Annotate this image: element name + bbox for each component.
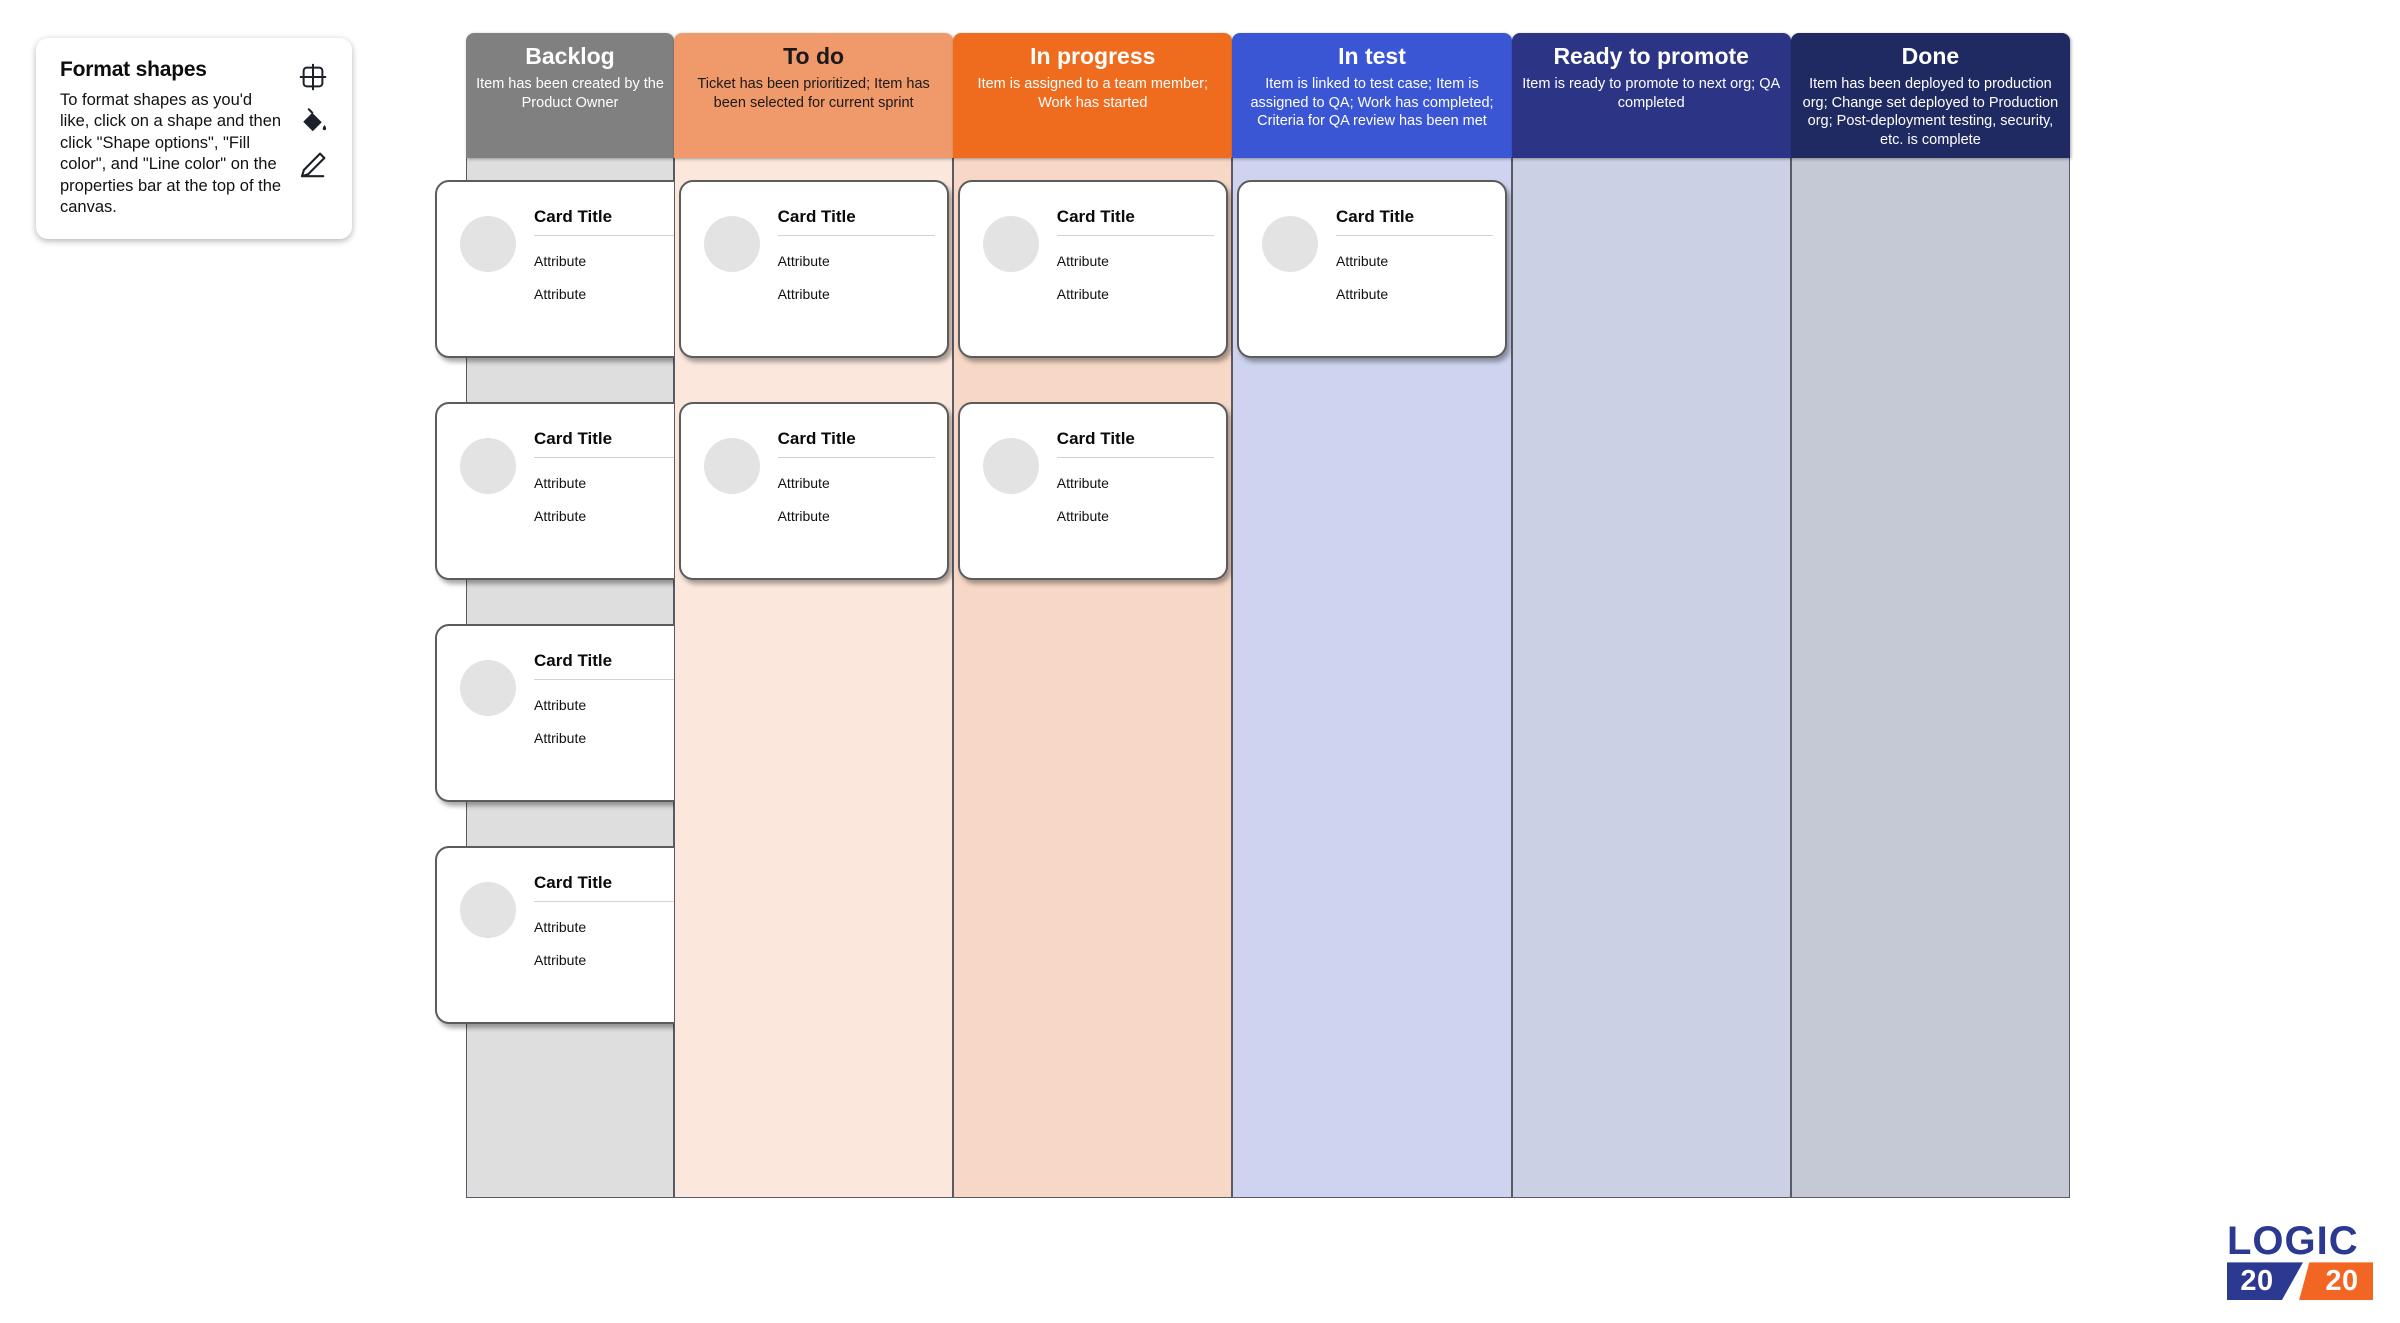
column-title: To do: [783, 43, 845, 69]
card-attribute: Attribute: [534, 253, 587, 269]
column-description: Item is ready to promote to next org; QA…: [1522, 76, 1781, 111]
avatar: [460, 438, 516, 494]
card-title: Card Title: [534, 207, 691, 236]
format-shapes-note: Format shapes To format shapes as you'd …: [36, 38, 352, 239]
avatar: [982, 216, 1039, 272]
note-text-block: Format shapes To format shapes as you'd …: [60, 58, 282, 219]
avatar: [703, 216, 760, 272]
pencil-icon[interactable]: [298, 150, 328, 180]
column-description: Ticket has been prioritized; Item has be…: [697, 76, 930, 111]
card-title: Card Title: [1056, 429, 1214, 458]
card-attribute: Attribute: [534, 730, 587, 746]
column-description: Item has been created by the Product Own…: [476, 76, 664, 111]
card-attribute: Attribute: [534, 286, 587, 302]
card-title: Card Title: [534, 429, 691, 458]
card-attribute: Attribute: [777, 508, 830, 524]
card-attribute: Attribute: [1056, 286, 1109, 302]
avatar: [982, 438, 1039, 494]
card-attribute: Attribute: [777, 253, 830, 269]
board-column-to-do: To do Ticket has been prioritized; Item h…: [674, 33, 954, 1198]
avatar: [703, 438, 760, 494]
column-title: Done: [1901, 43, 1960, 69]
avatar: [460, 216, 516, 272]
card-attribute: Attribute: [534, 952, 587, 968]
card-attribute: Attribute: [534, 508, 587, 524]
logic-2020-logo: LOGIC 20 20: [2227, 1219, 2377, 1301]
card-title: Card Title: [534, 873, 691, 902]
note-body: To format shapes as you'd like, click on…: [60, 91, 282, 217]
card-attribute: Attribute: [534, 475, 587, 491]
card-title: Card Title: [1336, 207, 1493, 236]
column-title: Ready to promote: [1553, 43, 1749, 69]
card-attribute: Attribute: [1056, 253, 1109, 269]
avatar: [1262, 216, 1318, 272]
column-description: Item is linked to test case; Item is ass…: [1250, 76, 1494, 130]
card-attribute: Attribute: [1056, 475, 1109, 491]
card-attribute: Attribute: [1056, 508, 1109, 524]
avatar: [460, 882, 516, 938]
card-title: Card Title: [1056, 207, 1214, 236]
card-attribute: Attribute: [534, 697, 587, 713]
column-header[interactable]: To do Ticket has been prioritized; Item h…: [674, 33, 954, 158]
column-description: Item is assigned to a team member; Work …: [977, 76, 1209, 111]
note-icon-group: [292, 58, 334, 219]
column-card-list: [1790, 158, 2071, 1198]
crop-move-icon[interactable]: [298, 62, 328, 92]
column-card-list: [1511, 158, 1791, 1198]
card-attribute: Attribute: [777, 475, 830, 491]
logo-number-left: 20: [2227, 1262, 2303, 1301]
card-title: Card Title: [777, 207, 935, 236]
column-title: In test: [1338, 43, 1406, 69]
avatar: [460, 660, 516, 716]
logo-number-right: 20: [2299, 1262, 2373, 1301]
column-title: Backlog: [525, 43, 615, 69]
card-attribute: Attribute: [1336, 286, 1389, 302]
card-title: Card Title: [777, 429, 935, 458]
card-attribute: Attribute: [1336, 253, 1389, 269]
column-title: In progress: [1030, 43, 1156, 69]
logo-number-bar: 20 20: [2227, 1262, 2377, 1301]
column-description: Item has been deployed to production org…: [1802, 76, 2059, 148]
logo-wordmark: LOGIC: [2227, 1219, 2359, 1263]
note-title: Format shapes: [60, 58, 207, 81]
card-attribute: Attribute: [534, 919, 587, 935]
paint-bucket-icon[interactable]: [298, 106, 328, 136]
card-attribute: Attribute: [777, 286, 830, 302]
card-title: Card Title: [534, 651, 691, 680]
